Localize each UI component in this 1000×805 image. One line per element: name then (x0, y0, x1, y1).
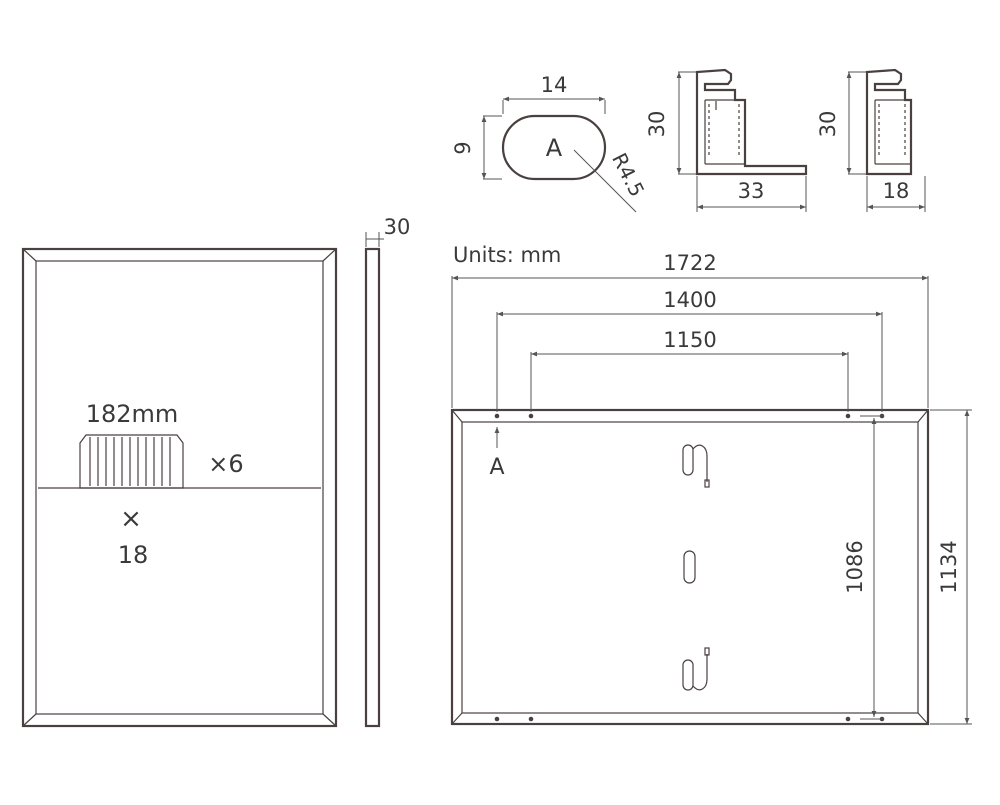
cable-bottom (682, 659, 694, 691)
mounting-hole-detail: 14 9 A R4.5 (451, 73, 649, 213)
hole-spacing-outer-label: 1400 (663, 288, 716, 312)
overall-length-label: 1722 (663, 251, 716, 275)
hole-detail-ref: A (546, 134, 563, 162)
module-back-view: Units: mm 1722 1400 1150 A (450, 243, 972, 726)
inner-height-label: 1086 (843, 540, 867, 593)
cell-rows-label: 18 (118, 541, 149, 569)
units-label: Units: mm (453, 243, 561, 267)
solar-cell (79, 434, 184, 489)
cable-top (682, 444, 694, 476)
overall-height-label: 1134 (937, 540, 961, 593)
module-front-view: 182mm ×6 × 18 (21, 247, 338, 728)
side-thickness-label: 30 (384, 215, 411, 239)
back-frame-outer (450, 408, 930, 726)
front-frame-inner (35, 260, 324, 715)
profile-short-height-label: 30 (816, 111, 840, 138)
profile-long-width-label: 33 (738, 179, 765, 203)
back-frame-inner (461, 421, 919, 714)
profile-short-width-label: 18 (883, 179, 910, 203)
cell-rows-symbol: × (120, 504, 142, 534)
junction-box (683, 550, 696, 584)
hole-height-label: 9 (451, 141, 475, 154)
profile-long-height-label: 30 (645, 111, 669, 138)
slot-hole-outline (501, 114, 607, 181)
hole-spacing-inner-label: 1150 (663, 328, 716, 352)
module-side-view: 30 (364, 215, 411, 728)
frame-profile-long-side: 30 33 (645, 68, 808, 212)
back-detail-ref: A (489, 455, 504, 480)
hole-width-label: 14 (541, 73, 568, 97)
front-frame-outer (21, 247, 338, 728)
frame-profile-short-side: 30 18 (816, 68, 926, 212)
side-frame (364, 247, 381, 728)
cell-columns-label: ×6 (208, 450, 243, 478)
cell-width-label: 182mm (86, 400, 179, 428)
hole-radius-label: R4.5 (607, 149, 649, 201)
